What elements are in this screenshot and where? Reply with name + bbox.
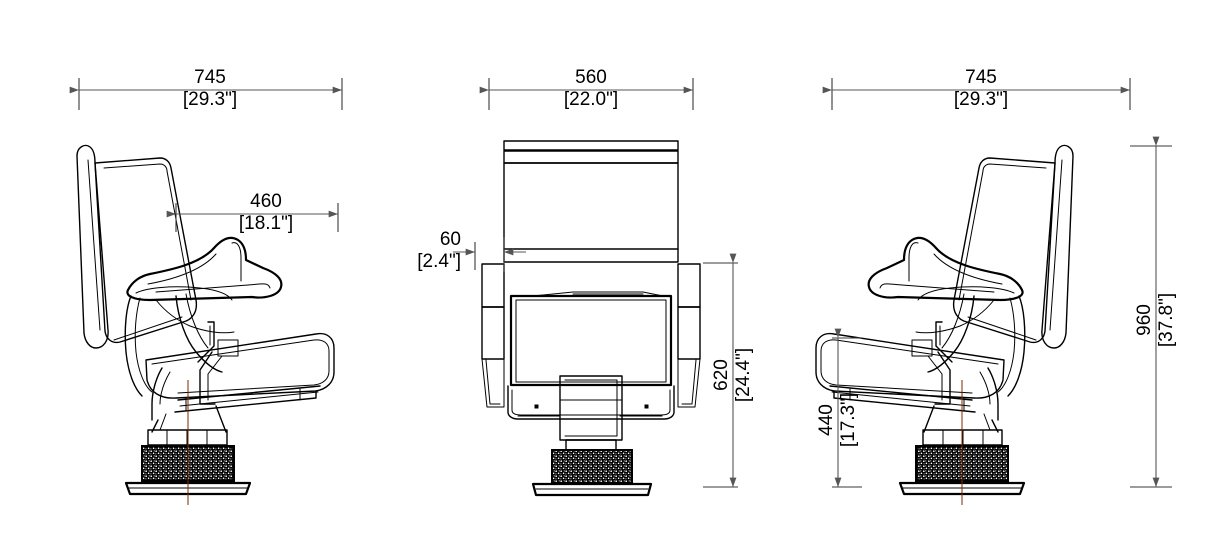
chair-seat-cushion-right <box>815 332 1005 399</box>
dim-front-height-imperial: [24.4"] <box>733 348 754 402</box>
chair-seat-frame-left <box>174 385 321 413</box>
front-center-column <box>559 375 623 451</box>
front-backrest-top-band <box>503 140 679 164</box>
chair-seat-frame-right <box>829 385 976 413</box>
chair-backrest-shell-right <box>952 157 1056 344</box>
front-pedestal-hatched <box>551 449 633 484</box>
chair-pedestal-riser-left <box>151 405 227 433</box>
dimension-left-seat-depth: 460 [18.1"] <box>166 191 339 234</box>
dim-left-depth-imperial: [18.1"] <box>239 213 293 234</box>
dim-front-offset-imperial: [2.4"] <box>417 251 461 272</box>
right-side-view <box>815 144 1074 505</box>
dim-front-width-imperial: [22.0"] <box>564 89 618 110</box>
front-backrest-panel <box>503 162 679 250</box>
front-armrest-left-standard <box>481 263 505 408</box>
dim-right-height-metric: 960 <box>1134 304 1155 336</box>
front-backrest-skirt <box>503 248 679 263</box>
dim-right-height-imperial: [37.8"] <box>1156 293 1177 347</box>
dimension-right-overall-height: 960 [37.8"] <box>1130 136 1177 488</box>
chair-armrest-left <box>124 236 283 397</box>
front-seat-underframe <box>507 385 675 420</box>
front-seat-panel <box>509 291 673 387</box>
dim-right-seatheight-metric: 440 <box>816 404 837 436</box>
dim-front-width-metric: 560 <box>575 67 607 88</box>
front-view <box>481 140 701 497</box>
dim-right-seatheight-imperial: [17.3"] <box>838 393 859 447</box>
chair-seat-cushion-left <box>145 332 335 399</box>
dim-left-depth-metric: 460 <box>250 191 282 212</box>
dimension-right-overall-width: 745 [29.3"] <box>822 67 1131 110</box>
dim-left-width-imperial: [29.3"] <box>183 89 237 110</box>
chair-armrest-right <box>867 236 1026 397</box>
chair-pedestal-riser-right <box>923 405 999 433</box>
dim-front-height-metric: 620 <box>711 359 732 391</box>
dimension-front-offset: 60 [2.4"] <box>417 229 526 272</box>
left-side-view <box>76 144 335 505</box>
chair-tilt-mechanism-right <box>911 321 999 421</box>
dim-right-width-metric: 745 <box>965 67 997 88</box>
dimension-left-overall-width: 745 [29.3"] <box>69 67 343 110</box>
front-floor-flange <box>531 482 653 497</box>
chair-backrest-post-right <box>1041 144 1074 349</box>
chair-tilt-mechanism-left <box>151 321 239 421</box>
dimension-front-height: 620 [24.4"] <box>703 253 754 488</box>
chair-backrest-post-left <box>76 144 109 349</box>
dim-front-offset-metric: 60 <box>440 229 461 250</box>
dimension-right-seat-height: 440 [17.3"] <box>816 328 862 488</box>
chair-backrest-shell-left <box>94 157 198 344</box>
front-armrest-right-standard <box>677 263 701 408</box>
dimension-front-overall-width: 560 [22.0"] <box>479 67 694 110</box>
dim-right-width-imperial: [29.3"] <box>954 89 1008 110</box>
dim-left-width-metric: 745 <box>194 67 226 88</box>
